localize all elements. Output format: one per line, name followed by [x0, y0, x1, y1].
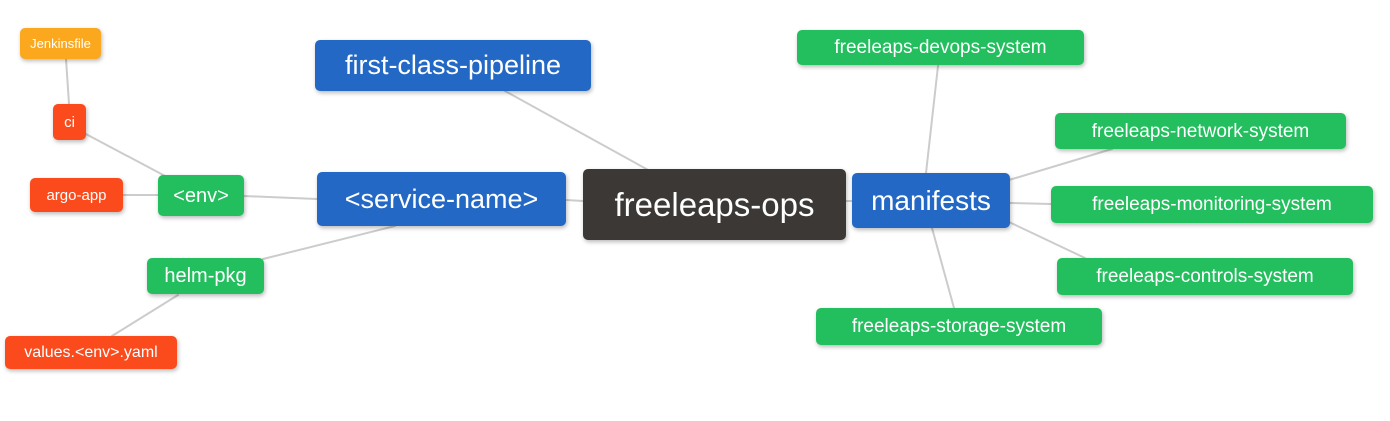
edge-manifests-monitoring-system: [1009, 202, 1052, 205]
mindmap-node-argo-app[interactable]: argo-app: [30, 178, 123, 212]
mindmap-node-monitoring-system[interactable]: freeleaps-monitoring-system: [1051, 186, 1373, 223]
mindmap-node-freeleaps-ops[interactable]: freeleaps-ops: [583, 169, 846, 240]
mindmap-node-storage-system[interactable]: freeleaps-storage-system: [816, 308, 1102, 345]
edge-first-class-pipeline-freeleaps-ops: [504, 90, 651, 172]
mindmap-node-env[interactable]: <env>: [158, 175, 244, 216]
mindmap-node-values-env-yaml[interactable]: values.<env>.yaml: [5, 336, 177, 369]
edge-manifests-storage-system: [931, 227, 955, 309]
mindmap-node-service-name[interactable]: <service-name>: [317, 172, 566, 226]
edge-service-name-helm-pkg: [262, 225, 396, 260]
edge-jenkinsfile-ci: [65, 58, 70, 105]
edge-env-service-name: [243, 195, 318, 200]
mindmap-node-jenkinsfile[interactable]: Jenkinsfile: [20, 28, 101, 59]
mindmap-node-manifests[interactable]: manifests: [852, 173, 1010, 228]
mindmap-node-first-class-pipeline[interactable]: first-class-pipeline: [315, 40, 591, 91]
mindmap-node-ci[interactable]: ci: [53, 104, 86, 140]
mindmap-node-network-system[interactable]: freeleaps-network-system: [1055, 113, 1346, 149]
mindmap-node-devops-system[interactable]: freeleaps-devops-system: [797, 30, 1084, 65]
edge-manifests-network-system: [1008, 148, 1113, 181]
edge-ci-env: [83, 132, 168, 178]
edge-service-name-freeleaps-ops: [565, 199, 584, 202]
mindmap-node-helm-pkg[interactable]: helm-pkg: [147, 258, 264, 294]
edge-manifests-devops-system: [925, 65, 939, 174]
edge-manifests-controls-system: [1008, 221, 1086, 259]
edge-helm-pkg-values-env-yaml: [111, 294, 179, 337]
mindmap-node-controls-system[interactable]: freeleaps-controls-system: [1057, 258, 1353, 295]
